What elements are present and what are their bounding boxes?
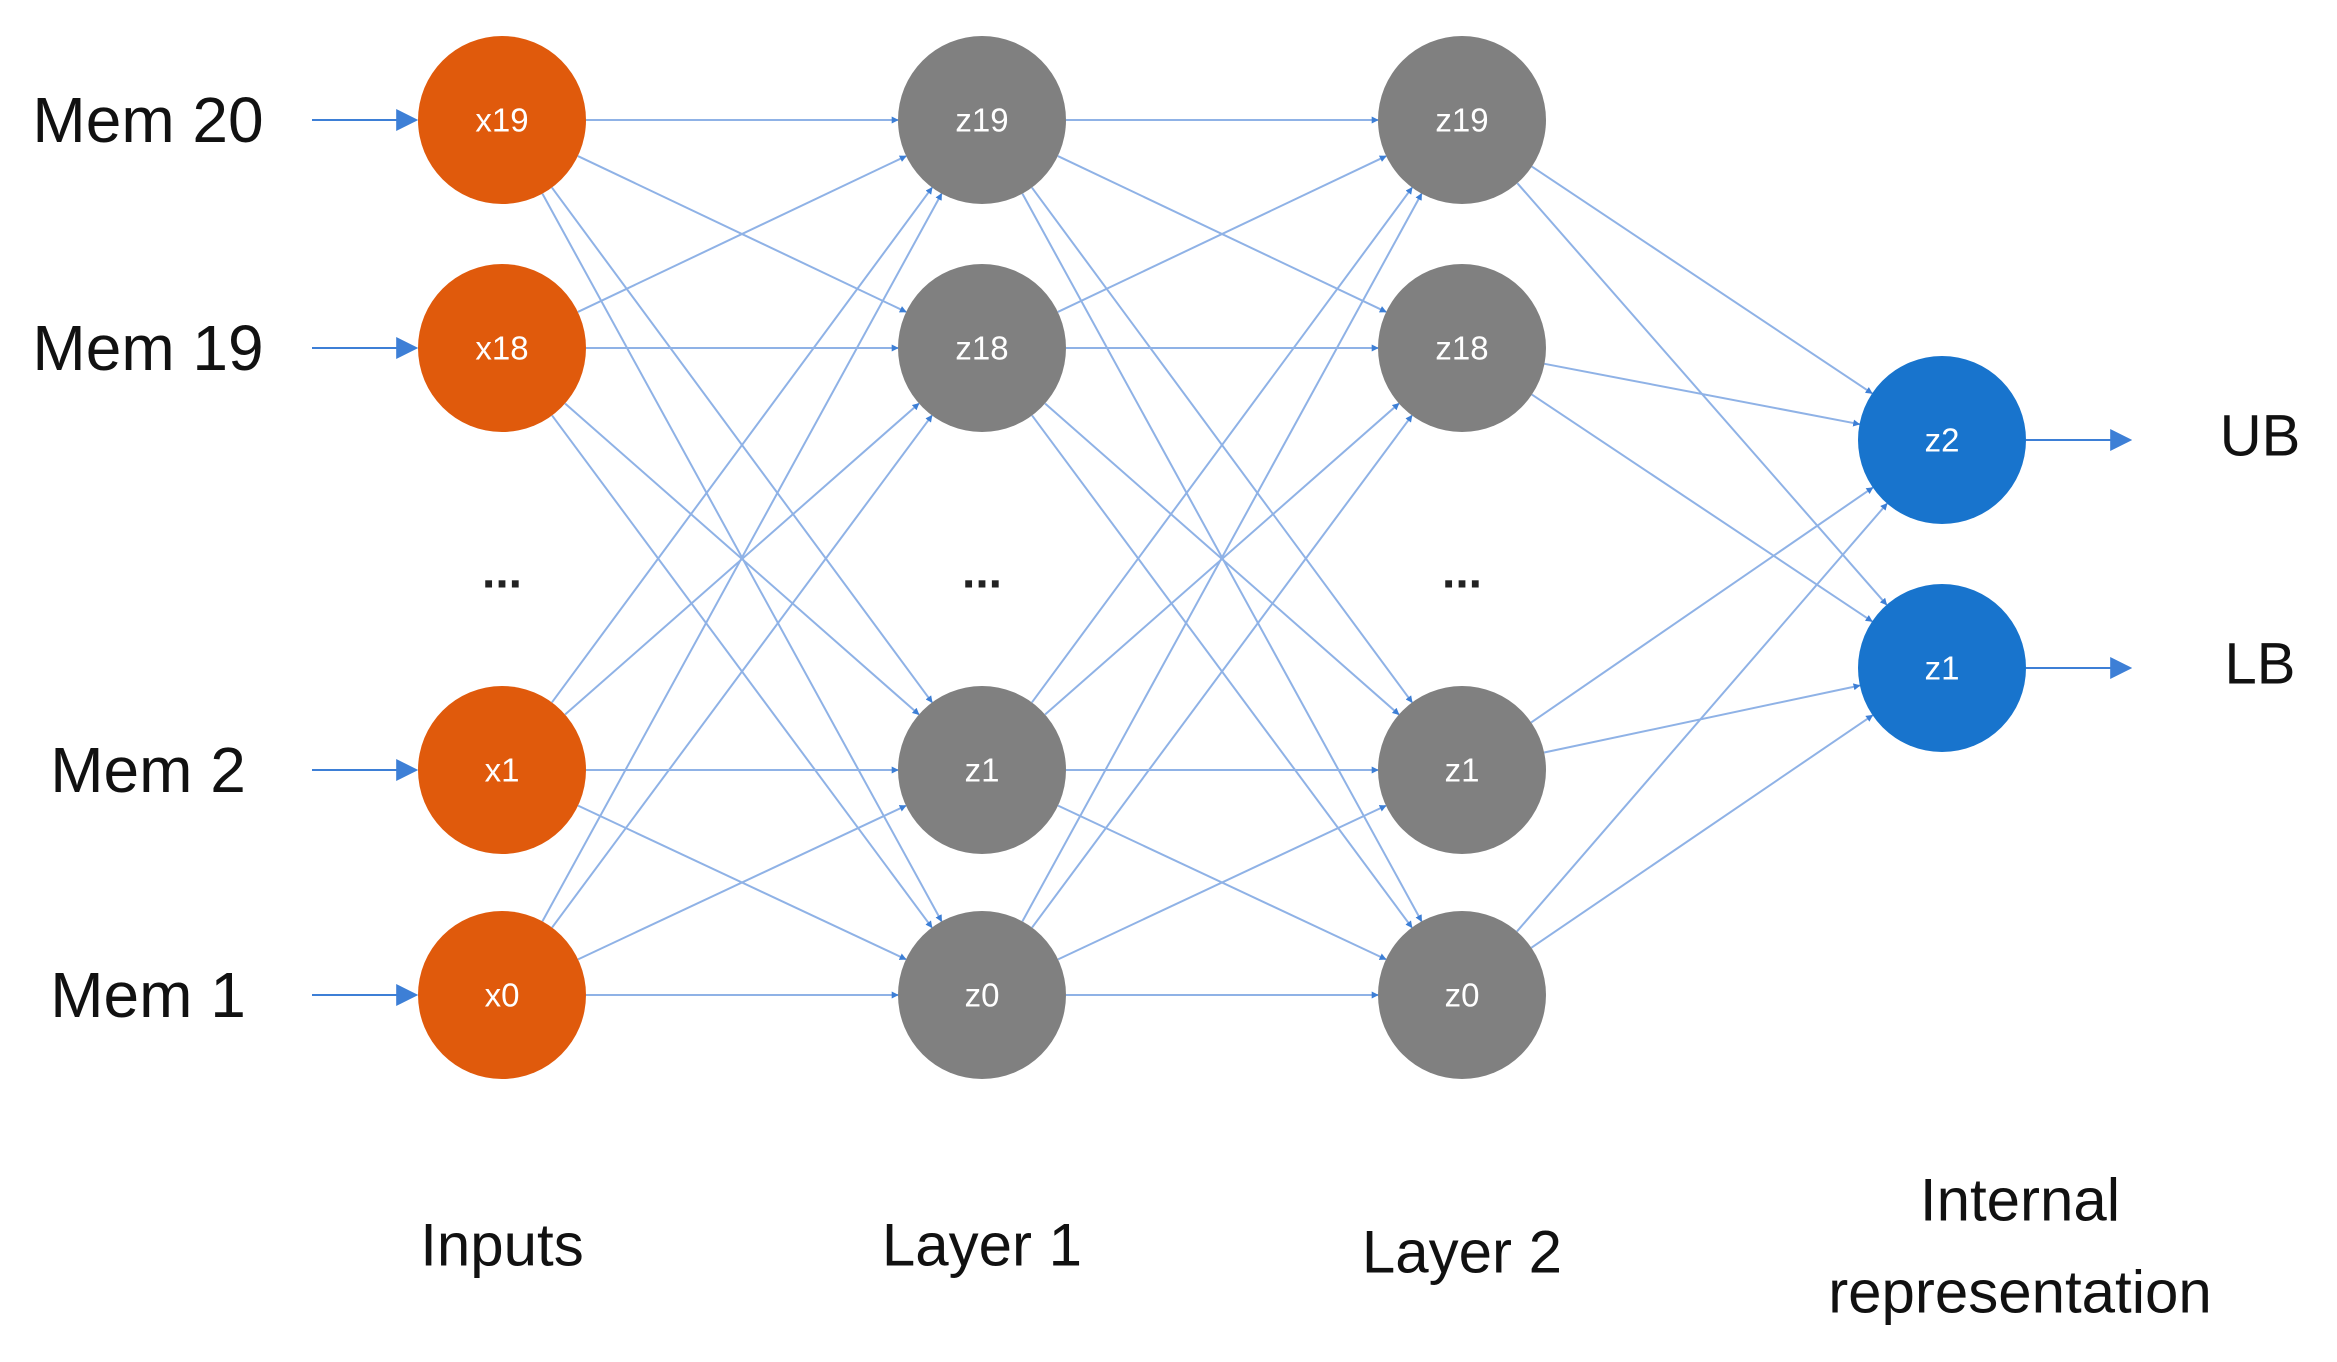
output-label: UB xyxy=(2220,404,2301,469)
connection-edge xyxy=(577,155,907,313)
neuron-node xyxy=(898,686,1066,854)
neuron-label: z19 xyxy=(1435,102,1488,139)
connection-edge xyxy=(551,186,933,704)
connection-edge xyxy=(1057,804,1387,961)
connection-edge xyxy=(1531,165,1873,395)
neuron-label: z0 xyxy=(965,977,1000,1014)
input-label: Mem 20 xyxy=(32,84,263,156)
neuron-node xyxy=(418,36,586,204)
neuron-node xyxy=(1378,911,1546,1079)
output-label: LB xyxy=(2225,632,2296,697)
labels-group: Mem 20 Mem 19 Mem 2 Mem 1 UB LB......... Input… xyxy=(32,84,2300,1326)
neuron-node xyxy=(418,686,586,854)
column-label: Layer 2 xyxy=(1362,1219,1562,1286)
connection-edge xyxy=(551,414,933,929)
connection-edge xyxy=(1031,186,1413,704)
input-label: Mem 19 xyxy=(32,312,263,384)
neuron-node xyxy=(898,911,1066,1079)
ellipsis-marker: ... xyxy=(962,546,1002,599)
column-label: Inputs xyxy=(420,1212,583,1279)
ellipsis-marker: ... xyxy=(1442,546,1482,599)
neuron-label: z2 xyxy=(1925,422,1960,459)
neuron-node xyxy=(898,36,1066,204)
nodes-group: x19 x18 x1 x0 z19 z18 z1 z0 z19 z18 z1 z0 z2 z1 xyxy=(418,36,2026,1079)
connection-edge xyxy=(1031,414,1413,929)
neuron-node xyxy=(418,911,586,1079)
ellipsis-marker: ... xyxy=(482,546,522,599)
neuron-label: z0 xyxy=(1445,977,1480,1014)
column-label: representation xyxy=(1828,1259,2212,1326)
connection-edge xyxy=(541,193,943,922)
neuron-label: z1 xyxy=(1925,650,1960,687)
neuron-label: x1 xyxy=(485,752,520,789)
connection-edge xyxy=(1021,193,1423,922)
neuron-label: z19 xyxy=(955,102,1008,139)
neuron-node xyxy=(1378,36,1546,204)
neuron-node xyxy=(1858,584,2026,752)
connection-edge xyxy=(577,804,907,961)
connection-edge xyxy=(1530,486,1874,724)
neuron-node xyxy=(418,264,586,432)
neuron-label: z1 xyxy=(1445,752,1480,789)
neuron-node xyxy=(898,264,1066,432)
connection-edge xyxy=(1530,714,1874,949)
input-label: Mem 2 xyxy=(50,734,246,806)
neuron-label: x18 xyxy=(475,330,528,367)
neuron-label: x0 xyxy=(485,977,520,1014)
neuron-node xyxy=(1378,264,1546,432)
neuron-label: x19 xyxy=(475,102,528,139)
connection-edge xyxy=(1531,393,1873,623)
connections-group xyxy=(541,116,1888,999)
column-label: Internal xyxy=(1920,1167,2120,1234)
io-arrows-group xyxy=(312,109,2133,1006)
connection-edge xyxy=(1544,362,1861,427)
input-label: Mem 1 xyxy=(50,959,246,1031)
neuron-label: z18 xyxy=(1435,330,1488,367)
connection-edge xyxy=(1057,155,1387,313)
neuron-label: z18 xyxy=(955,330,1008,367)
neuron-node xyxy=(1858,356,2026,524)
neuron-node xyxy=(1378,686,1546,854)
connection-edge xyxy=(1516,502,1888,933)
neuron-label: z1 xyxy=(965,752,1000,789)
column-label: Layer 1 xyxy=(882,1212,1082,1279)
